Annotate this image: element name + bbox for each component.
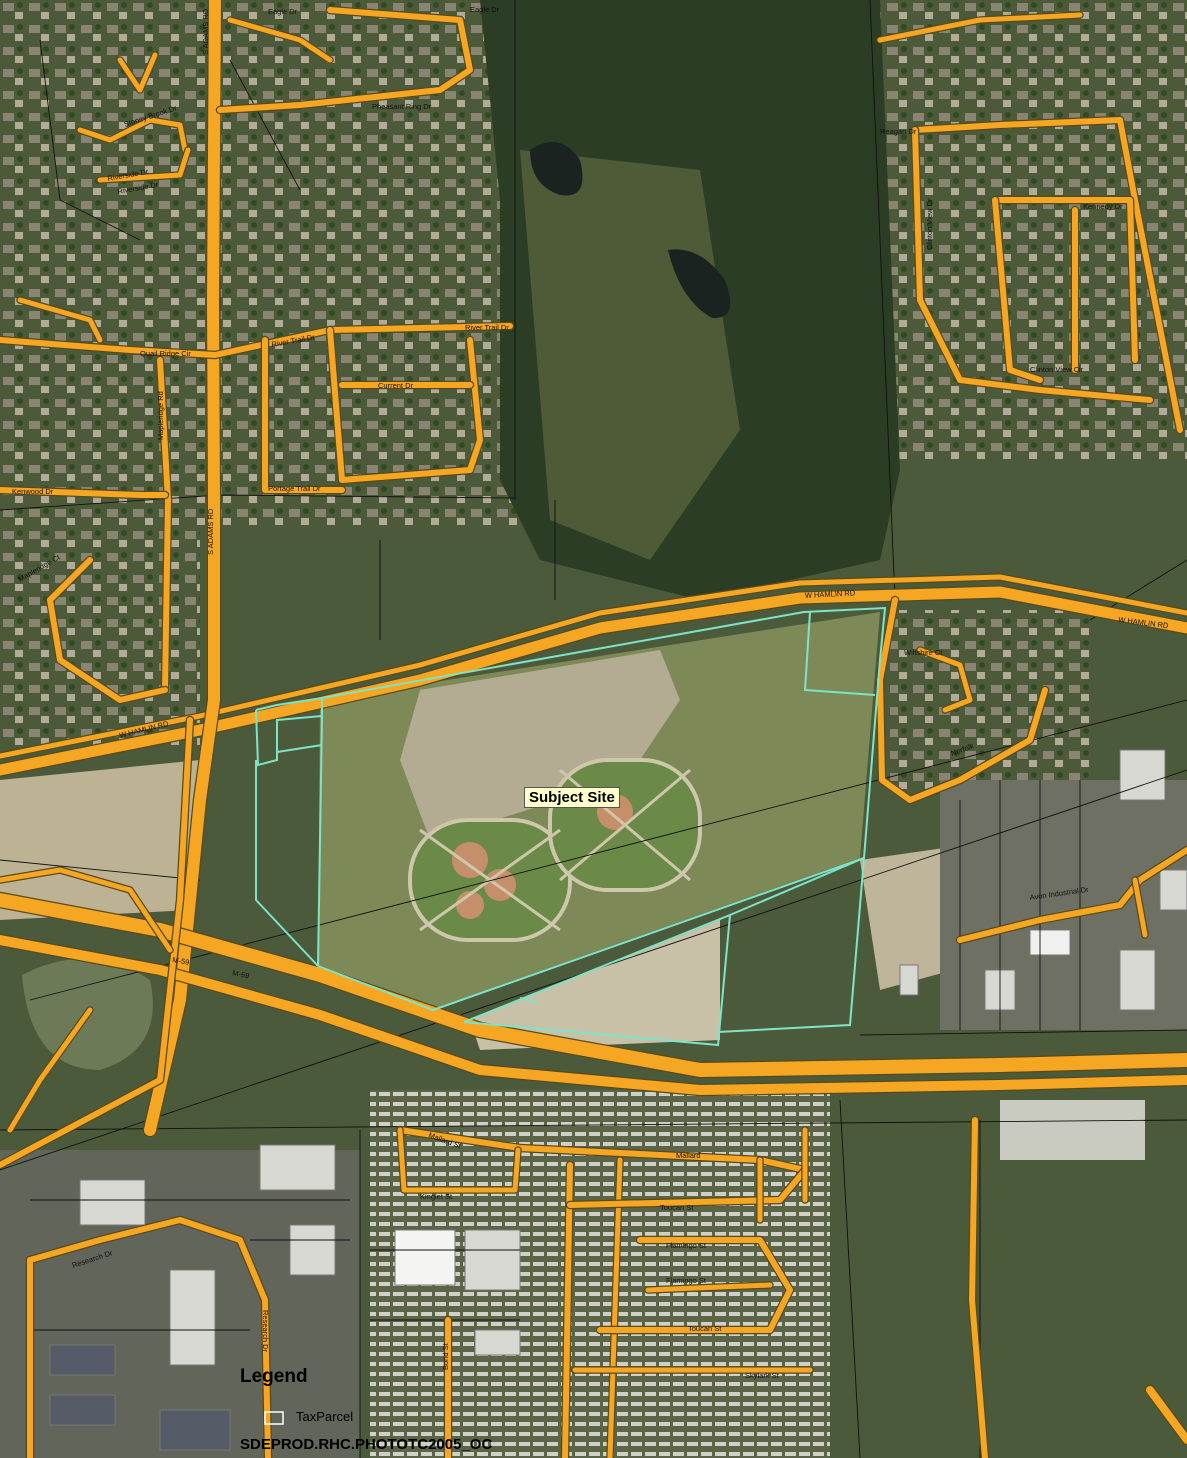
road-segment[interactable] xyxy=(597,1237,793,1333)
road-label: S ADAMS RD xyxy=(206,508,215,555)
legend-imagery-layer: SDEPROD.RHC.PHOTOTC2005_OC xyxy=(240,1436,493,1453)
road-segment[interactable] xyxy=(1146,1386,1187,1444)
road-segment[interactable] xyxy=(992,197,1138,363)
road-segment[interactable] xyxy=(877,597,1048,803)
road-label: M-59 xyxy=(172,955,190,967)
road-segment[interactable] xyxy=(0,586,1187,776)
road-segment[interactable] xyxy=(227,17,333,63)
road-segment[interactable] xyxy=(562,1162,573,1458)
road-segment[interactable] xyxy=(645,1282,773,1293)
road-label: S ADAMS RD xyxy=(201,8,210,55)
construction-south xyxy=(470,920,720,1050)
road-segment[interactable] xyxy=(877,12,1083,43)
road-segment[interactable] xyxy=(992,197,1043,383)
road-segment[interactable] xyxy=(27,1217,271,1458)
road-segment[interactable] xyxy=(397,1127,521,1193)
road-label: Reagan Dr xyxy=(880,127,917,136)
road-label: M-59 xyxy=(232,968,251,980)
road-segment[interactable] xyxy=(912,127,1153,403)
road-label: Clinton View Dr xyxy=(925,198,934,250)
legend-parcel-label: TaxParcel xyxy=(296,1409,354,1424)
road-segment[interactable] xyxy=(0,574,1187,759)
road-segment[interactable] xyxy=(0,935,1187,1095)
road-label: Current Dr xyxy=(378,381,414,390)
subject-site-label[interactable]: Subject Site xyxy=(524,787,620,808)
road-label: River Trail Dr xyxy=(465,323,509,332)
road-segment[interactable] xyxy=(0,717,193,1168)
road-label: Clinton View Cir xyxy=(1030,365,1084,374)
gravel-lot xyxy=(400,650,680,840)
road-label: Kinglet St xyxy=(420,1192,453,1201)
road-segment[interactable] xyxy=(262,337,345,493)
road-label: Flamingo St xyxy=(666,1241,707,1250)
road-segment[interactable] xyxy=(7,1007,93,1133)
road-segment[interactable] xyxy=(17,297,103,343)
road-segment[interactable] xyxy=(77,117,188,153)
storage-units xyxy=(1000,1100,1145,1160)
road-label: Portage Trail Dr xyxy=(268,484,321,493)
legend-title: Legend xyxy=(240,1366,308,1387)
road-segment[interactable] xyxy=(912,117,1183,433)
road-segment[interactable] xyxy=(0,487,168,498)
road-segment[interactable] xyxy=(117,52,158,93)
pond-2 xyxy=(668,249,731,319)
road-label: W HAMLIN RD xyxy=(805,588,856,600)
road-label: Wiltshire Ct xyxy=(904,648,943,657)
road-segment[interactable] xyxy=(1132,877,1148,938)
road-label: Bond St xyxy=(441,1342,450,1370)
road-label: Eagle Dr xyxy=(470,5,500,14)
road-label: Quail Ridge Cir xyxy=(140,349,191,358)
road-segment[interactable] xyxy=(157,357,171,693)
road-segment[interactable] xyxy=(0,867,173,953)
pond-1 xyxy=(530,142,583,196)
legend-parcel-swatch xyxy=(264,1411,284,1425)
road-label: Kennedy Dr xyxy=(1083,202,1123,211)
road-segment[interactable] xyxy=(47,557,168,703)
road-label: Research Dr xyxy=(261,1310,270,1353)
road-label: Mapleridge Rd xyxy=(156,391,165,440)
road-segment[interactable] xyxy=(567,1167,808,1208)
road-segment[interactable] xyxy=(217,7,473,113)
road-label: Skylark St xyxy=(745,1371,780,1380)
road-label: Kenwood Dr xyxy=(12,487,54,496)
road-segment[interactable] xyxy=(607,1157,623,1458)
road-segment[interactable] xyxy=(397,1127,808,1173)
road-segment[interactable] xyxy=(97,147,191,183)
road-label: Toucan St xyxy=(660,1203,694,1212)
road-label: Toucan St xyxy=(688,1324,722,1333)
road-segment[interactable] xyxy=(969,1117,988,1458)
subject-site-boundary xyxy=(255,606,887,1047)
road-label: Pheasant Ring Dr xyxy=(372,102,432,111)
construction-west xyxy=(0,760,200,920)
road-label: Mallard xyxy=(676,1151,701,1160)
road-segment[interactable] xyxy=(0,323,513,358)
road-segment[interactable] xyxy=(957,847,1187,943)
road-segment[interactable] xyxy=(327,327,483,483)
road-label: Flamingo St xyxy=(666,1276,707,1285)
road-segment[interactable] xyxy=(917,647,973,713)
road-segment[interactable] xyxy=(144,0,221,1136)
road-label: Eagle Dr xyxy=(268,7,298,16)
